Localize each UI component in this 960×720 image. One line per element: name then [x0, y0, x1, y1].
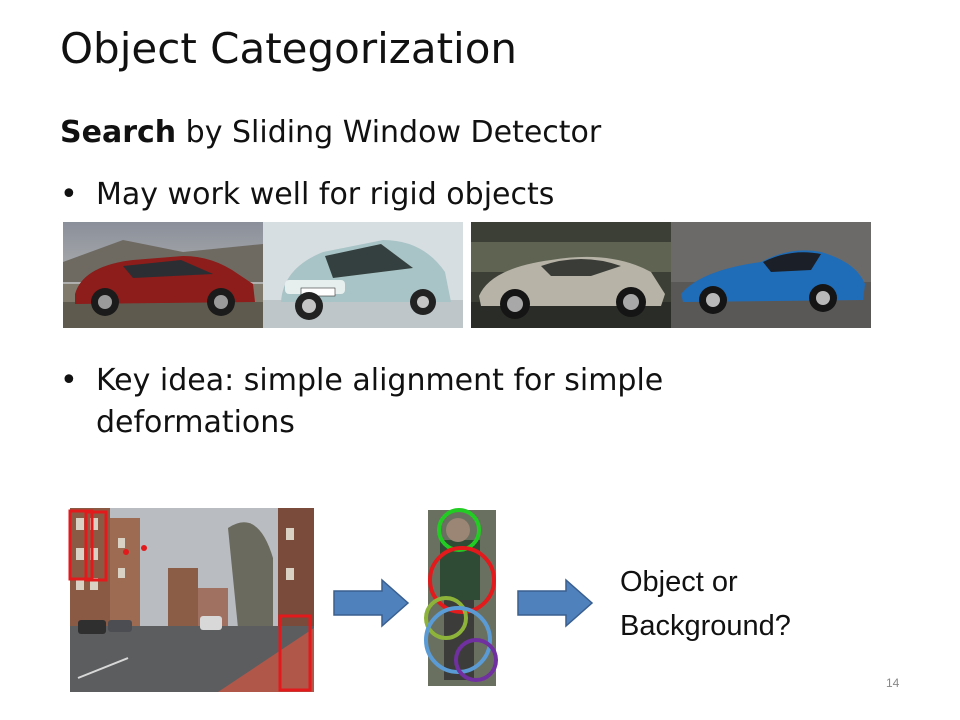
silver-hatchback-image — [263, 222, 463, 328]
answer-line: Background? — [620, 610, 791, 642]
red-suv-image — [63, 222, 263, 328]
sliding-window-box — [84, 510, 108, 582]
pedestrian-parts-image — [424, 508, 498, 686]
arrow-right-icon — [517, 578, 594, 628]
window-position-dot — [141, 545, 147, 551]
sliding-window-box — [68, 509, 94, 581]
slide-title: Object Categorization — [60, 24, 518, 73]
subtitle-bold: Search — [60, 115, 177, 150]
classification-question: Object or Background? — [620, 560, 791, 648]
window-position-dot — [123, 549, 129, 555]
bullet-text: Key idea: simple alignment for simple de… — [96, 363, 664, 440]
bullet-dot: • — [60, 363, 78, 398]
detection-window-box — [278, 614, 312, 692]
bullet-dot: • — [60, 177, 78, 212]
part-circle-torso — [428, 546, 496, 614]
arrow-right-icon — [333, 578, 410, 628]
bullet-text: May work well for rigid objects — [96, 177, 555, 212]
slide-subtitle: Search by Sliding Window Detector — [60, 115, 601, 150]
blue-sports-car-image — [671, 222, 871, 328]
silver-concept-car-image — [471, 222, 671, 328]
street-scene-image — [68, 508, 314, 692]
part-circle-arm — [424, 596, 468, 640]
subtitle-rest: by Sliding Window Detector — [176, 115, 602, 150]
page-number: 14 — [886, 676, 900, 690]
answer-line: Object or — [620, 566, 738, 598]
part-circle-feet — [454, 638, 498, 682]
